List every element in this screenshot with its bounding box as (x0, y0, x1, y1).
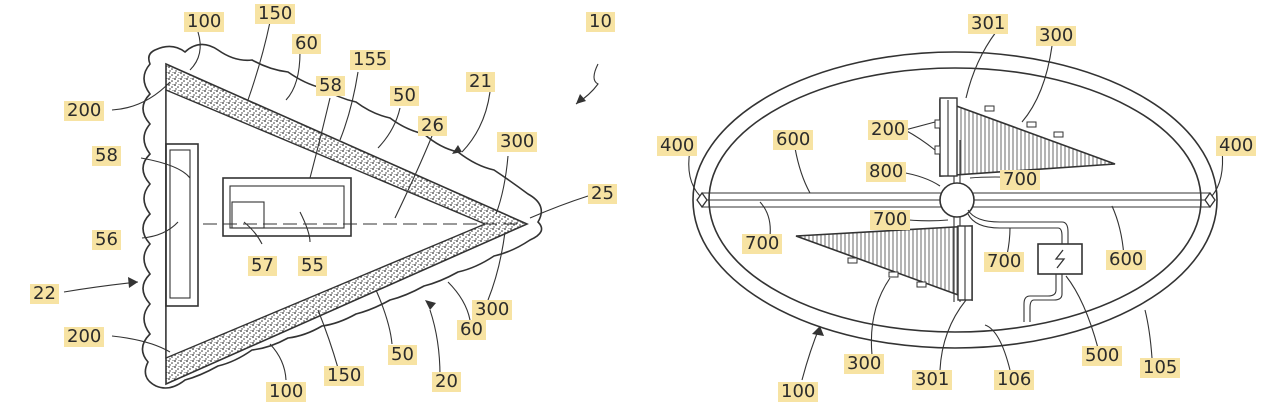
ref-label: 300 (497, 132, 537, 152)
ref-label: 300 (844, 354, 884, 374)
ref-label: 10 (586, 12, 615, 32)
ref-label: 25 (588, 184, 617, 204)
ref-label: 301 (912, 370, 952, 390)
ref-label: 200 (868, 120, 908, 140)
ref-label: 500 (1082, 346, 1122, 366)
ref-label: 700 (870, 210, 910, 230)
ref-label: 600 (1106, 250, 1146, 270)
ref-label: 22 (30, 284, 59, 304)
upper-antenna (940, 100, 1115, 176)
ref-label: 400 (1216, 136, 1256, 156)
ref-label: 106 (994, 370, 1034, 390)
ref-label: 150 (324, 366, 364, 386)
end-node-right (1205, 193, 1215, 207)
ref-label: 600 (773, 130, 813, 150)
ref-label: 400 (657, 136, 697, 156)
ref-label: 56 (92, 230, 121, 250)
ref-label: 55 (298, 256, 327, 276)
ref-label: 800 (866, 162, 906, 182)
ref-label: 26 (418, 116, 447, 136)
ref-label: 100 (266, 382, 306, 402)
ref-label: 57 (248, 256, 277, 276)
ref-label: 58 (316, 76, 345, 96)
ref-label: 150 (255, 4, 295, 24)
ref-label: 155 (350, 50, 390, 70)
ref-label: 300 (1036, 26, 1076, 46)
ref-label: 60 (457, 320, 486, 340)
right-figure (689, 32, 1223, 380)
ref-label: 21 (466, 72, 495, 92)
ref-label: 105 (1140, 358, 1180, 378)
ref-label: 700 (984, 252, 1024, 272)
ref-label: 301 (968, 14, 1008, 34)
ref-label: 60 (292, 34, 321, 54)
ref-label: 20 (432, 372, 461, 392)
ref-label: 700 (742, 234, 782, 254)
ref-label: 50 (390, 86, 419, 106)
ref-label: 300 (472, 300, 512, 320)
ref-label: 100 (778, 382, 818, 402)
ref-label: 100 (184, 12, 224, 32)
ref-label: 50 (388, 345, 417, 365)
ref-label: 58 (92, 146, 121, 166)
ref-label: 200 (64, 327, 104, 347)
ref-label: 200 (64, 101, 104, 121)
ref-label: 700 (1000, 170, 1040, 190)
